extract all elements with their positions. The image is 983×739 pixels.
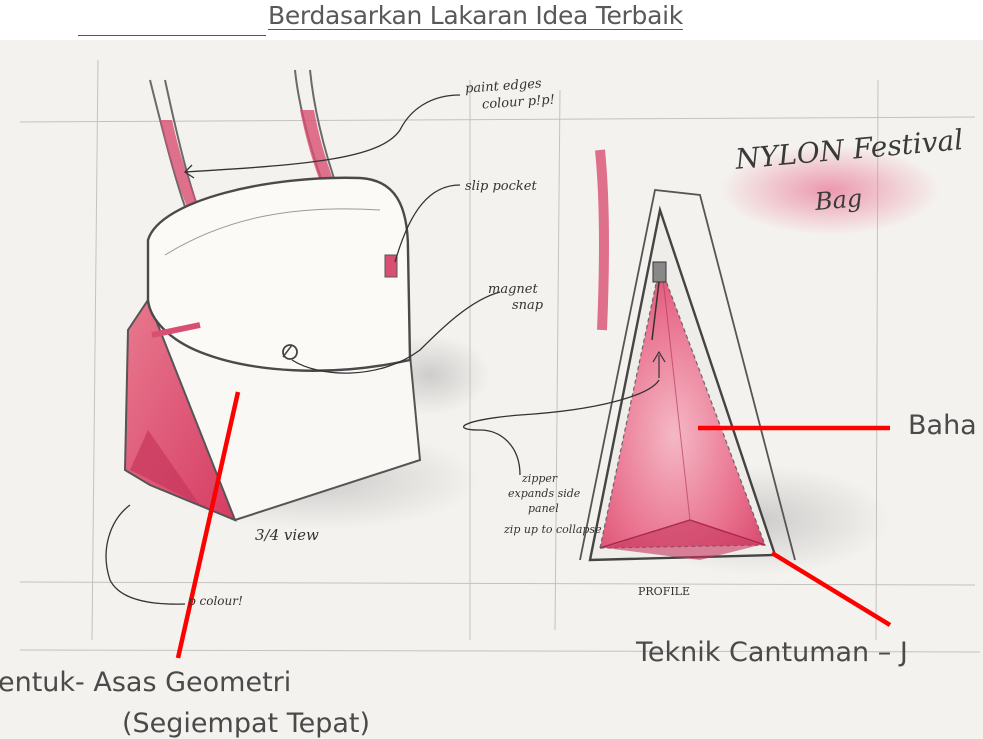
label-bentuk-sub: (Segiempat Tepat) — [122, 708, 370, 739]
note-expands-side: expands side — [508, 488, 580, 500]
title-underline — [78, 35, 266, 36]
sketch-heading-line2: Bag — [814, 186, 863, 215]
note-zip-up: zip up to collapse — [504, 524, 602, 536]
note-view: 3/4 view — [255, 528, 319, 544]
note-snap: snap — [512, 299, 543, 313]
slide-title: Berdasarkan Lakaran Idea Terbaik — [268, 1, 683, 30]
label-bentuk: entuk- Asas Geometri — [0, 667, 291, 698]
note-profile: PROFILE — [638, 586, 690, 598]
slide-title-bar: Berdasarkan Lakaran Idea Terbaik — [0, 0, 983, 40]
note-panel: panel — [528, 503, 559, 515]
label-bahan: Baha — [908, 410, 977, 441]
sketch-image: paint edges colour p!p! slip pocket magn… — [0, 40, 983, 739]
label-teknik: Teknik Cantuman – J — [636, 637, 908, 668]
note-magnet: magnet — [488, 283, 538, 297]
note-zipper: zipper — [522, 473, 557, 485]
note-slip-pocket: slip pocket — [465, 180, 537, 194]
note-pip-colour: p colour! — [188, 595, 243, 608]
